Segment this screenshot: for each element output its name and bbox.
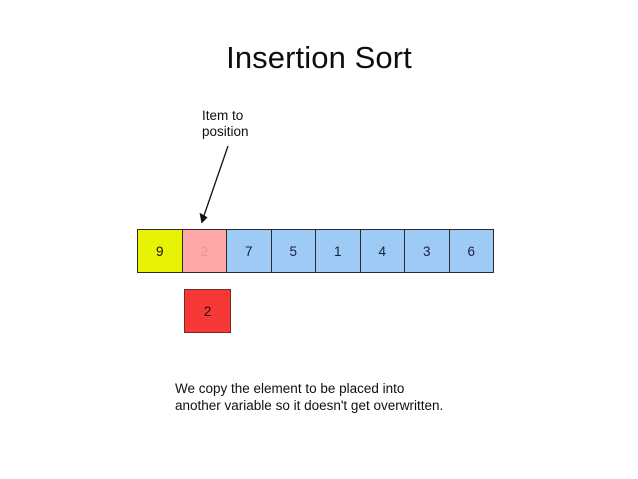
- callout-label: Item to position: [202, 108, 322, 140]
- array-cell-value: 9: [155, 243, 164, 259]
- array-row: 9 2 7 5 1 4 3 6: [137, 229, 494, 273]
- callout-label-line-2: position: [202, 124, 249, 139]
- array-cell[interactable]: 1: [315, 229, 361, 273]
- arrow-down-left-icon: [199, 145, 229, 224]
- array-cell-value: 4: [378, 243, 386, 259]
- temp-variable-box[interactable]: 2: [184, 289, 231, 333]
- callout-label-line-1: Item to: [202, 108, 244, 123]
- array-cell[interactable]: 3: [404, 229, 450, 273]
- caption-line-2: another variable so it doesn't get overw…: [175, 398, 444, 413]
- array-cell[interactable]: 5: [270, 229, 316, 273]
- array-cell-value: 6: [467, 243, 475, 259]
- array-cell[interactable]: 7: [226, 229, 272, 273]
- caption-line-1: We copy the element to be placed into: [175, 381, 405, 396]
- array-cell-value: 7: [244, 243, 253, 259]
- array-cell[interactable]: 2: [181, 229, 227, 273]
- array-cell-value: 1: [333, 243, 342, 259]
- temp-variable-value: 2: [203, 303, 212, 319]
- page-title: Insertion Sort: [226, 40, 412, 75]
- array-cell-value: 5: [289, 243, 297, 259]
- array-cell-value: 3: [422, 243, 431, 259]
- array-cell-value: 2: [200, 243, 208, 259]
- array-cell[interactable]: 9: [137, 229, 183, 273]
- caption: We copy the element to be placed into an…: [175, 380, 575, 414]
- array-cell[interactable]: 6: [448, 229, 494, 273]
- array-cell[interactable]: 4: [359, 229, 405, 273]
